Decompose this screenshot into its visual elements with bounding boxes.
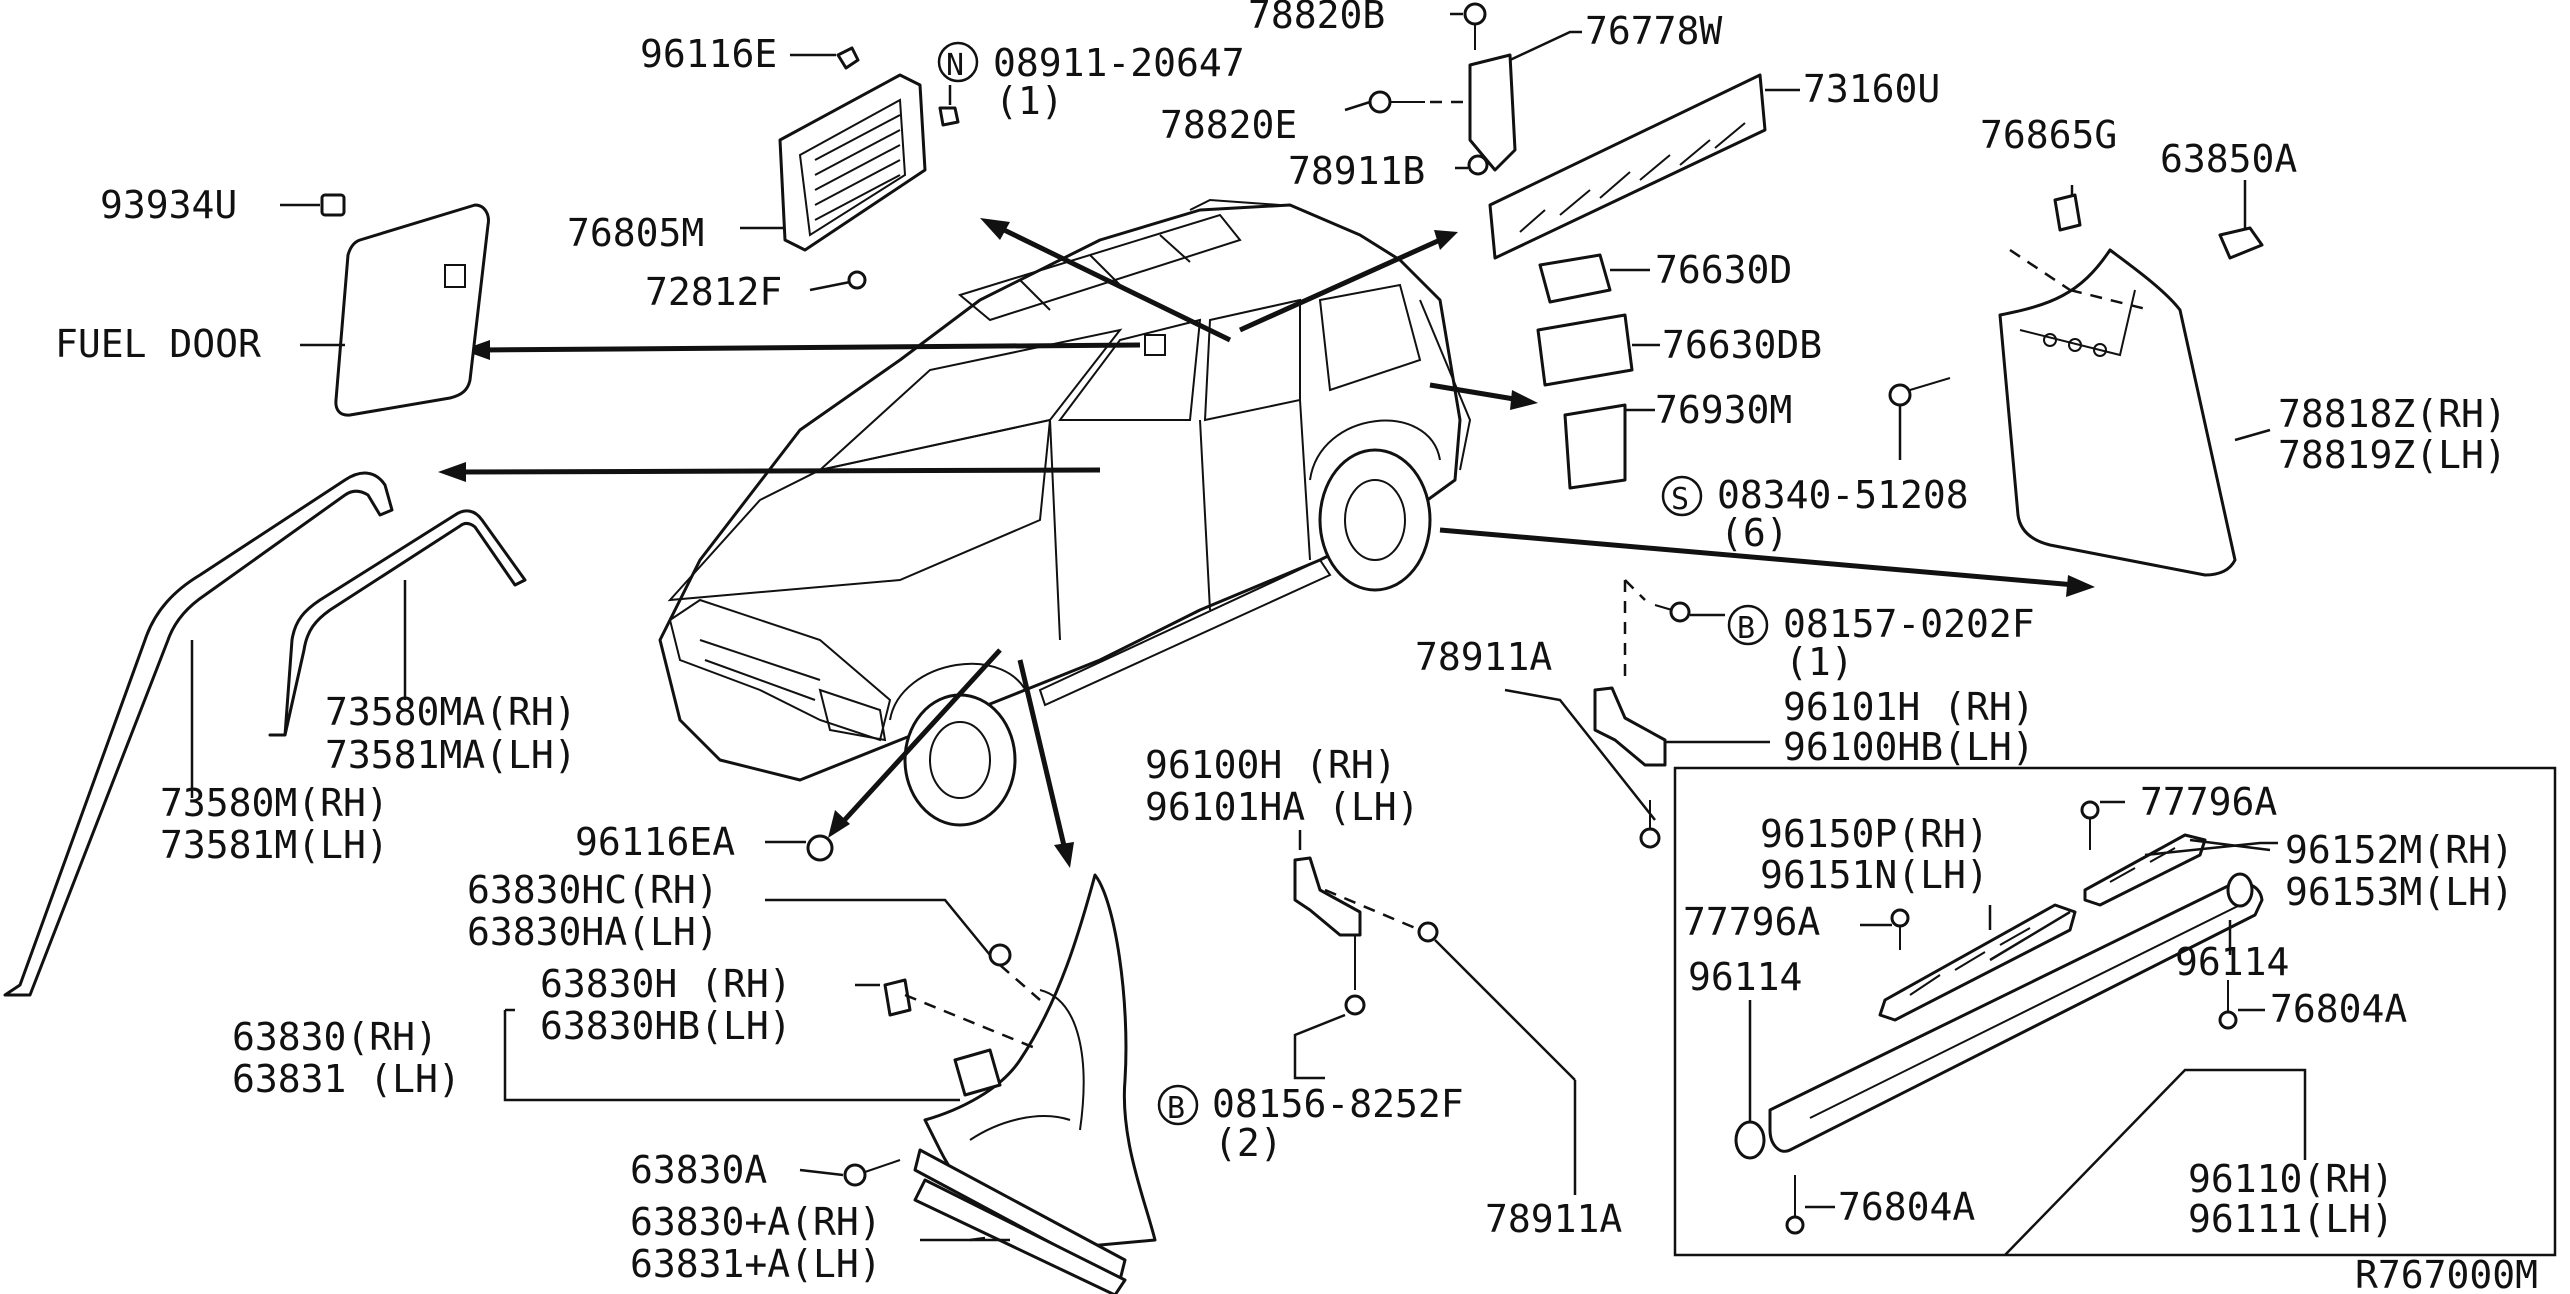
label-76630DB: 76630DB: [1662, 323, 1822, 367]
label-76804A-right: 76804A: [2270, 987, 2407, 1031]
label-08157-qty: (1): [1785, 640, 1854, 684]
label-73581MA: 73581MA(LH): [325, 733, 577, 777]
label-73581M: 73581M(LH): [160, 823, 389, 867]
label-63830A: 63830A: [630, 1148, 767, 1192]
label-78818Z: 78818Z(RH): [2278, 392, 2507, 436]
label-08156: 08156-8252F: [1212, 1082, 1464, 1126]
label-77796A-left: 77796A: [1683, 900, 1820, 944]
label-76630D: 76630D: [1655, 248, 1792, 292]
running-board-box: [1673, 766, 2557, 1257]
label-96101H: 96101H (RH): [1783, 685, 2035, 729]
pads-group: [1536, 253, 1660, 490]
label-08156-qty: (2): [1214, 1121, 1283, 1165]
label-96114-left: 96114: [1688, 955, 1802, 999]
label-76804A-bottom: 76804A: [1838, 1185, 1975, 1229]
label-96101HA: 96101HA (LH): [1145, 785, 1420, 829]
label-fuel-door: FUEL DOOR: [55, 322, 261, 366]
label-72812F: 72812F: [645, 270, 782, 314]
weatherstrip-73580M: [3, 471, 394, 997]
clip-93934U: [280, 193, 346, 217]
label-96151N: 96151N(LH): [1760, 853, 1989, 897]
bracket-96101H: [1504, 579, 1770, 849]
label-78819Z: 78819Z(LH): [2278, 433, 2507, 477]
bracket-76778W: [1344, 2, 1582, 176]
label-78911A-bottom: 78911A: [1485, 1197, 1622, 1241]
label-96153M: 96153M(LH): [2285, 870, 2514, 914]
label-63830HA: 63830HA(LH): [467, 910, 719, 954]
label-96100H: 96100H (RH): [1145, 743, 1397, 787]
circle-b1: [1727, 604, 1769, 646]
label-96114-right: 96114: [2175, 940, 2289, 984]
label-63830HC: 63830HC(RH): [467, 868, 719, 912]
label-96100HB: 96100HB(LH): [1783, 725, 2035, 769]
clip-96116EA: [765, 834, 834, 862]
leader-arrows: [438, 218, 2095, 868]
label-77796A-top: 77796A: [2140, 780, 2277, 824]
label-63830H: 63830H (RH): [540, 962, 792, 1006]
label-08911-qty: (1): [995, 79, 1064, 123]
circle-s-letter: S: [1671, 482, 1689, 517]
label-73580M: 73580M(RH): [160, 781, 389, 825]
circle-s: [1661, 475, 1703, 517]
label-08340: 08340-51208: [1717, 473, 1969, 517]
mudflap-78818Z: [1888, 180, 2271, 577]
label-78911B: 78911B: [1288, 149, 1425, 193]
label-78820E: 78820E: [1160, 103, 1297, 147]
label-96111: 96111(LH): [2188, 1197, 2394, 1241]
label-76805M: 76805M: [567, 211, 704, 255]
circle-b2: [1157, 1084, 1199, 1126]
label-93934U: 93934U: [100, 183, 237, 227]
label-78820B: 78820B: [1248, 0, 1385, 37]
panel-76805M: [740, 46, 960, 292]
circle-n-letter: N: [946, 48, 964, 83]
label-63830HB: 63830HB(LH): [540, 1004, 792, 1048]
emblem-73160U: [1488, 73, 1800, 260]
label-08340-qty: (6): [1720, 511, 1789, 555]
label-96110: 96110(RH): [2188, 1157, 2394, 1201]
label-63831: 63831 (LH): [232, 1057, 461, 1101]
label-96116E: 96116E: [640, 32, 777, 76]
mudflap-63830: [503, 873, 1157, 1294]
vehicle-illustration: [658, 198, 1472, 827]
label-63830pA: 63830+A(RH): [630, 1200, 882, 1244]
weatherstrip-73580MA: [268, 509, 527, 737]
label-73580MA: 73580MA(RH): [325, 690, 577, 734]
diagram-code: R767000M: [2355, 1253, 2538, 1294]
label-63831pA: 63831+A(LH): [630, 1242, 882, 1286]
label-76865G: 76865G: [1980, 113, 2117, 157]
label-63850A: 63850A: [2160, 137, 2297, 181]
label-78911A-top: 78911A: [1415, 635, 1552, 679]
label-76930M: 76930M: [1655, 388, 1792, 432]
label-73160U: 73160U: [1803, 67, 1940, 111]
label-63830: 63830(RH): [232, 1015, 438, 1059]
circle-b2-letter: B: [1167, 1091, 1185, 1126]
fuel-door-part: [300, 203, 490, 417]
circle-b1-letter: B: [1737, 611, 1755, 646]
label-96150P: 96150P(RH): [1760, 812, 1989, 856]
label-76778W: 76778W: [1585, 9, 1722, 53]
label-08911: 08911-20647: [993, 41, 1245, 85]
label-96116EA: 96116EA: [575, 820, 735, 864]
label-08157: 08157-0202F: [1783, 602, 2035, 646]
circle-n: [937, 41, 979, 83]
bracket-96100H: [1293, 830, 1577, 1195]
label-96152M: 96152M(RH): [2285, 828, 2514, 872]
